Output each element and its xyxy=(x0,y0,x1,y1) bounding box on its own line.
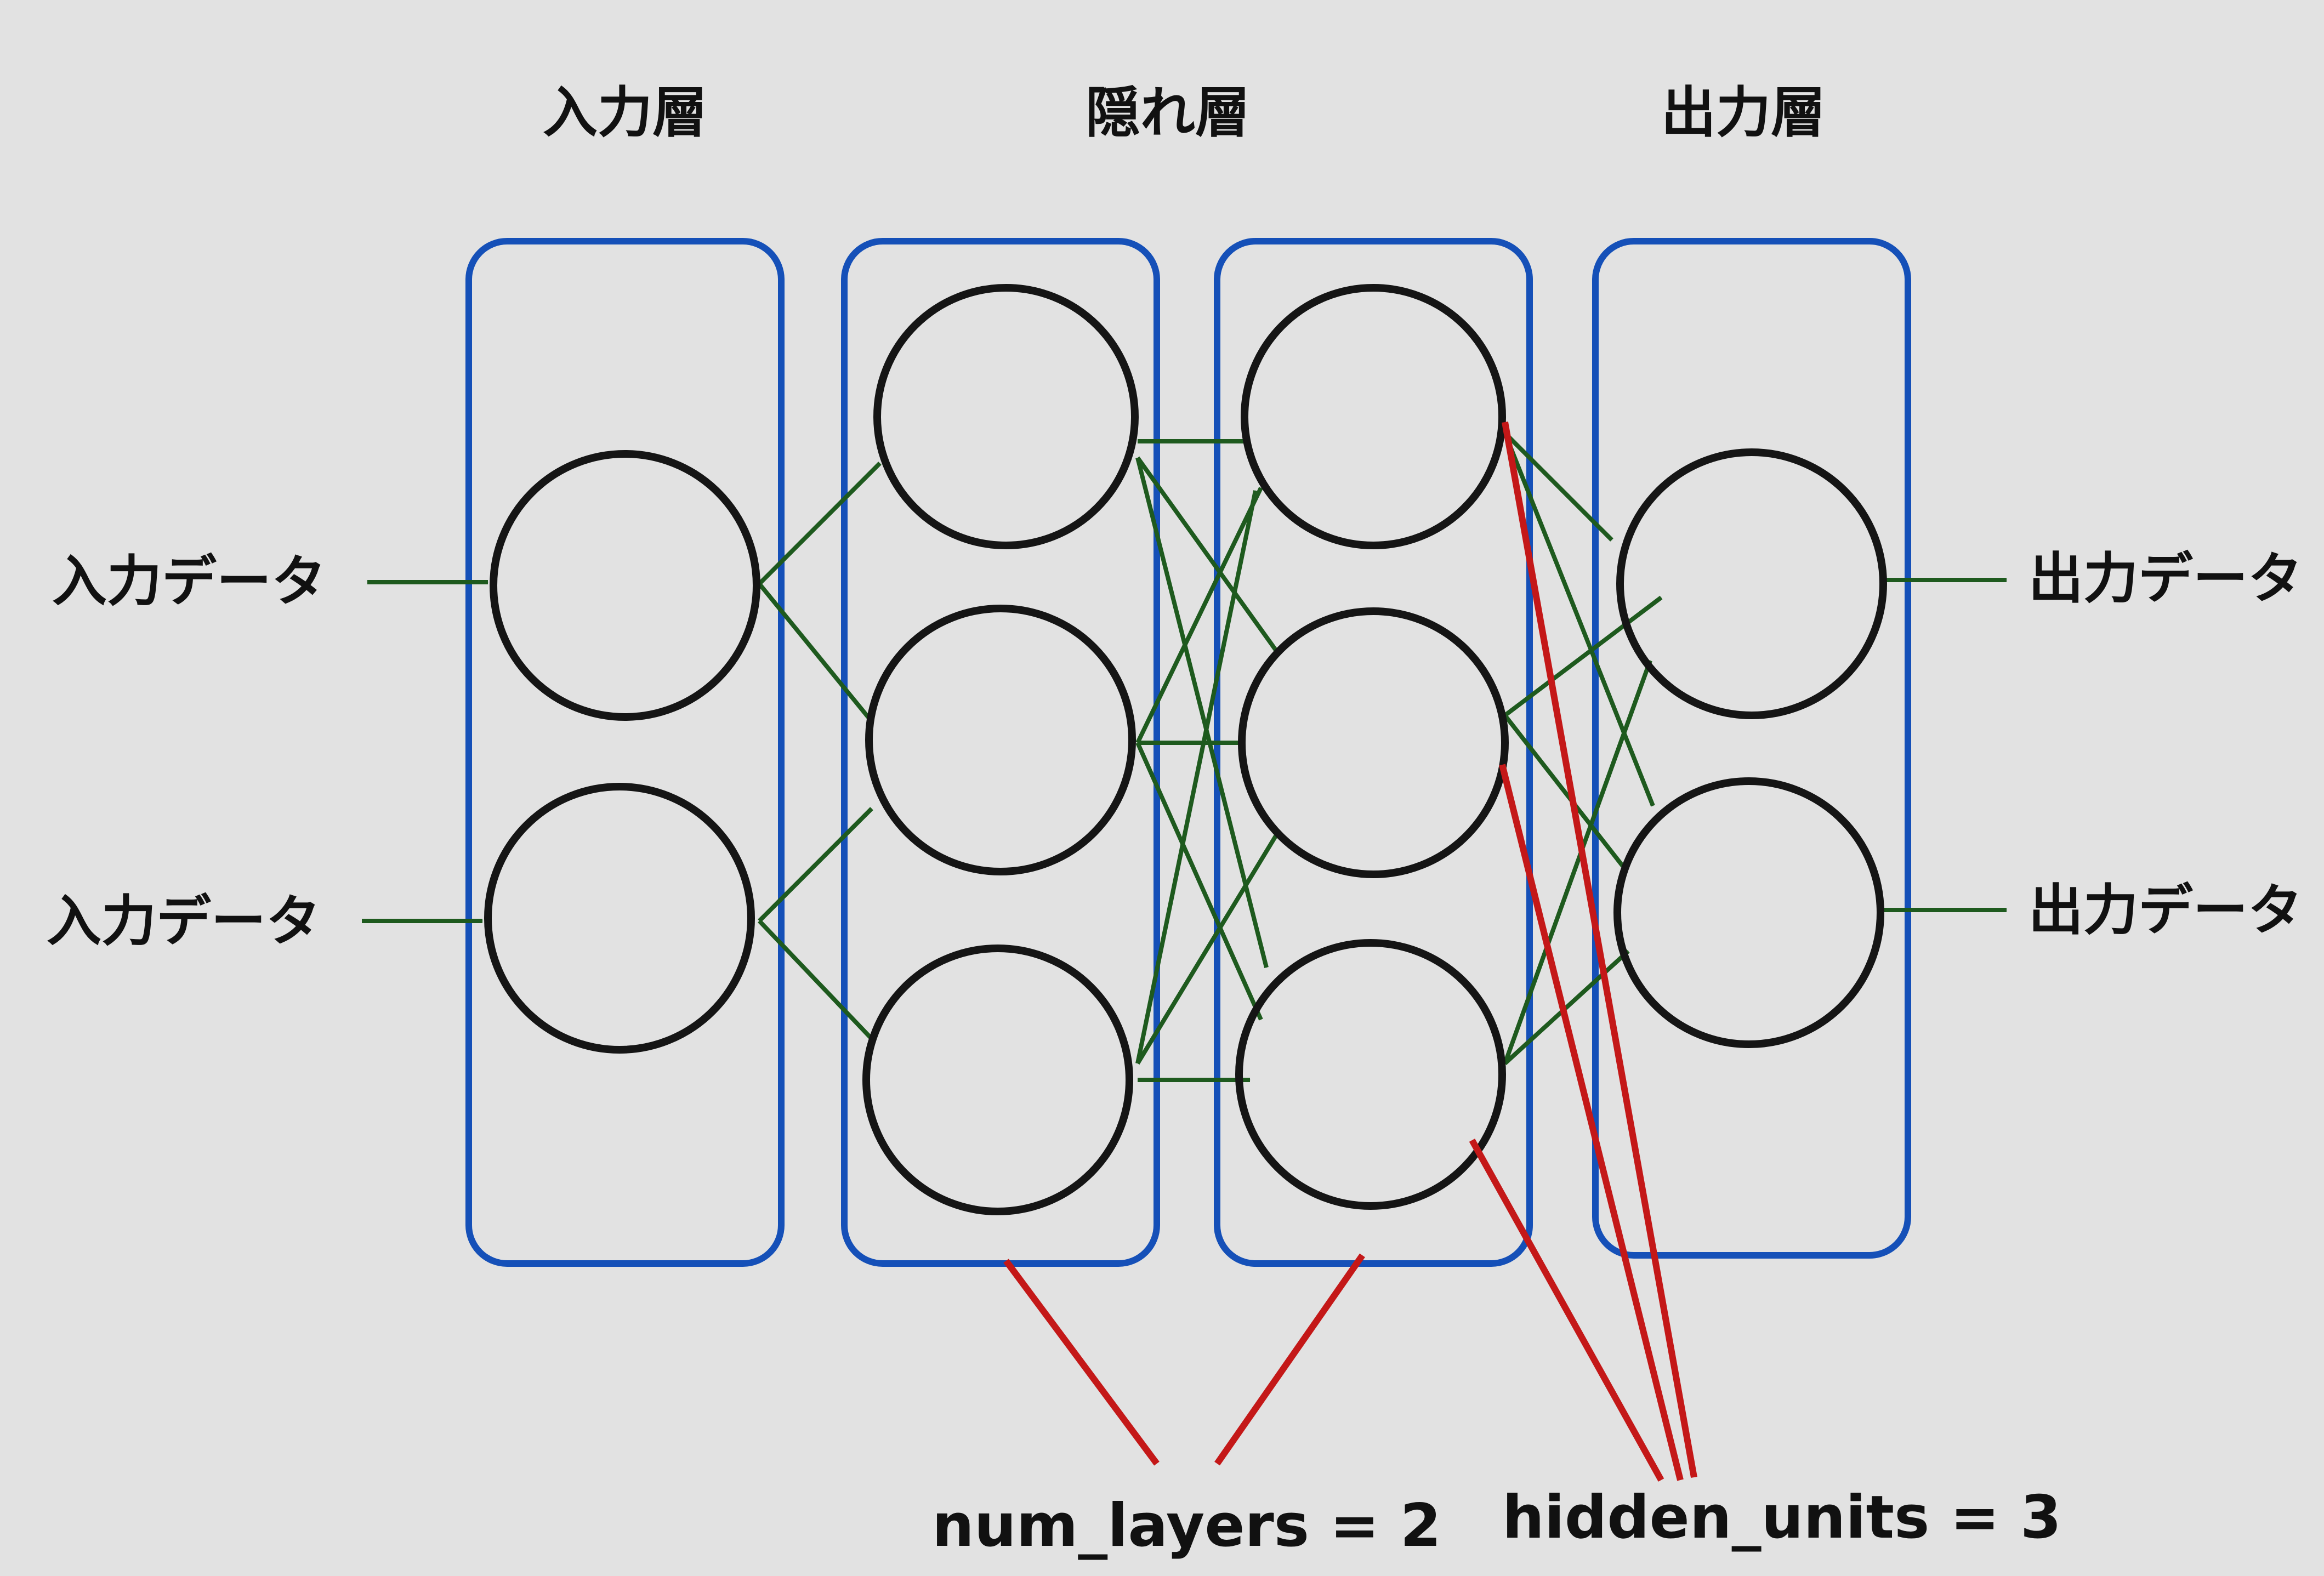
num-layers-pointer-lines xyxy=(1003,1253,1365,1466)
num-layers-annotation: num_layers = 2 xyxy=(932,1492,1441,1560)
hidden1-node-3 xyxy=(862,945,1133,1215)
hidden-units-pointer-lines xyxy=(1469,421,1697,1482)
hidden-layer-2-box xyxy=(1214,238,1533,1267)
hidden-layer-heading: 隠れ層 xyxy=(1086,81,1250,145)
hidden1-node-2 xyxy=(865,605,1136,875)
output-data-label-2: 出力データ xyxy=(2028,878,2303,942)
input-node-1 xyxy=(490,450,760,721)
output-node-2 xyxy=(1613,777,1884,1048)
hidden1-node-1 xyxy=(873,284,1139,549)
connections-input-to-hidden1 xyxy=(757,462,882,1040)
output-layer-heading: 出力層 xyxy=(1661,81,1826,145)
hidden2-node-3 xyxy=(1235,939,1506,1210)
hidden-units-annotation: hidden_units = 3 xyxy=(1502,1483,2061,1552)
output-node-1 xyxy=(1616,448,1887,719)
hidden2-node-2 xyxy=(1238,607,1509,878)
input-data-label-2: 入力データ xyxy=(47,889,321,953)
hidden2-node-1 xyxy=(1241,284,1506,549)
input-layer-box xyxy=(465,238,785,1267)
input-layer-heading: 入力層 xyxy=(543,81,707,145)
output-layer-box xyxy=(1592,238,1911,1259)
connections-hidden1-to-hidden2 xyxy=(1135,439,1280,1082)
input-data-label-1: 入力データ xyxy=(52,549,326,613)
connections-hidden2-to-output xyxy=(1503,431,1663,1065)
output-data-label-1: 出力データ xyxy=(2028,547,2303,611)
input-node-2 xyxy=(484,783,755,1054)
hidden-layer-1-box xyxy=(841,238,1160,1267)
